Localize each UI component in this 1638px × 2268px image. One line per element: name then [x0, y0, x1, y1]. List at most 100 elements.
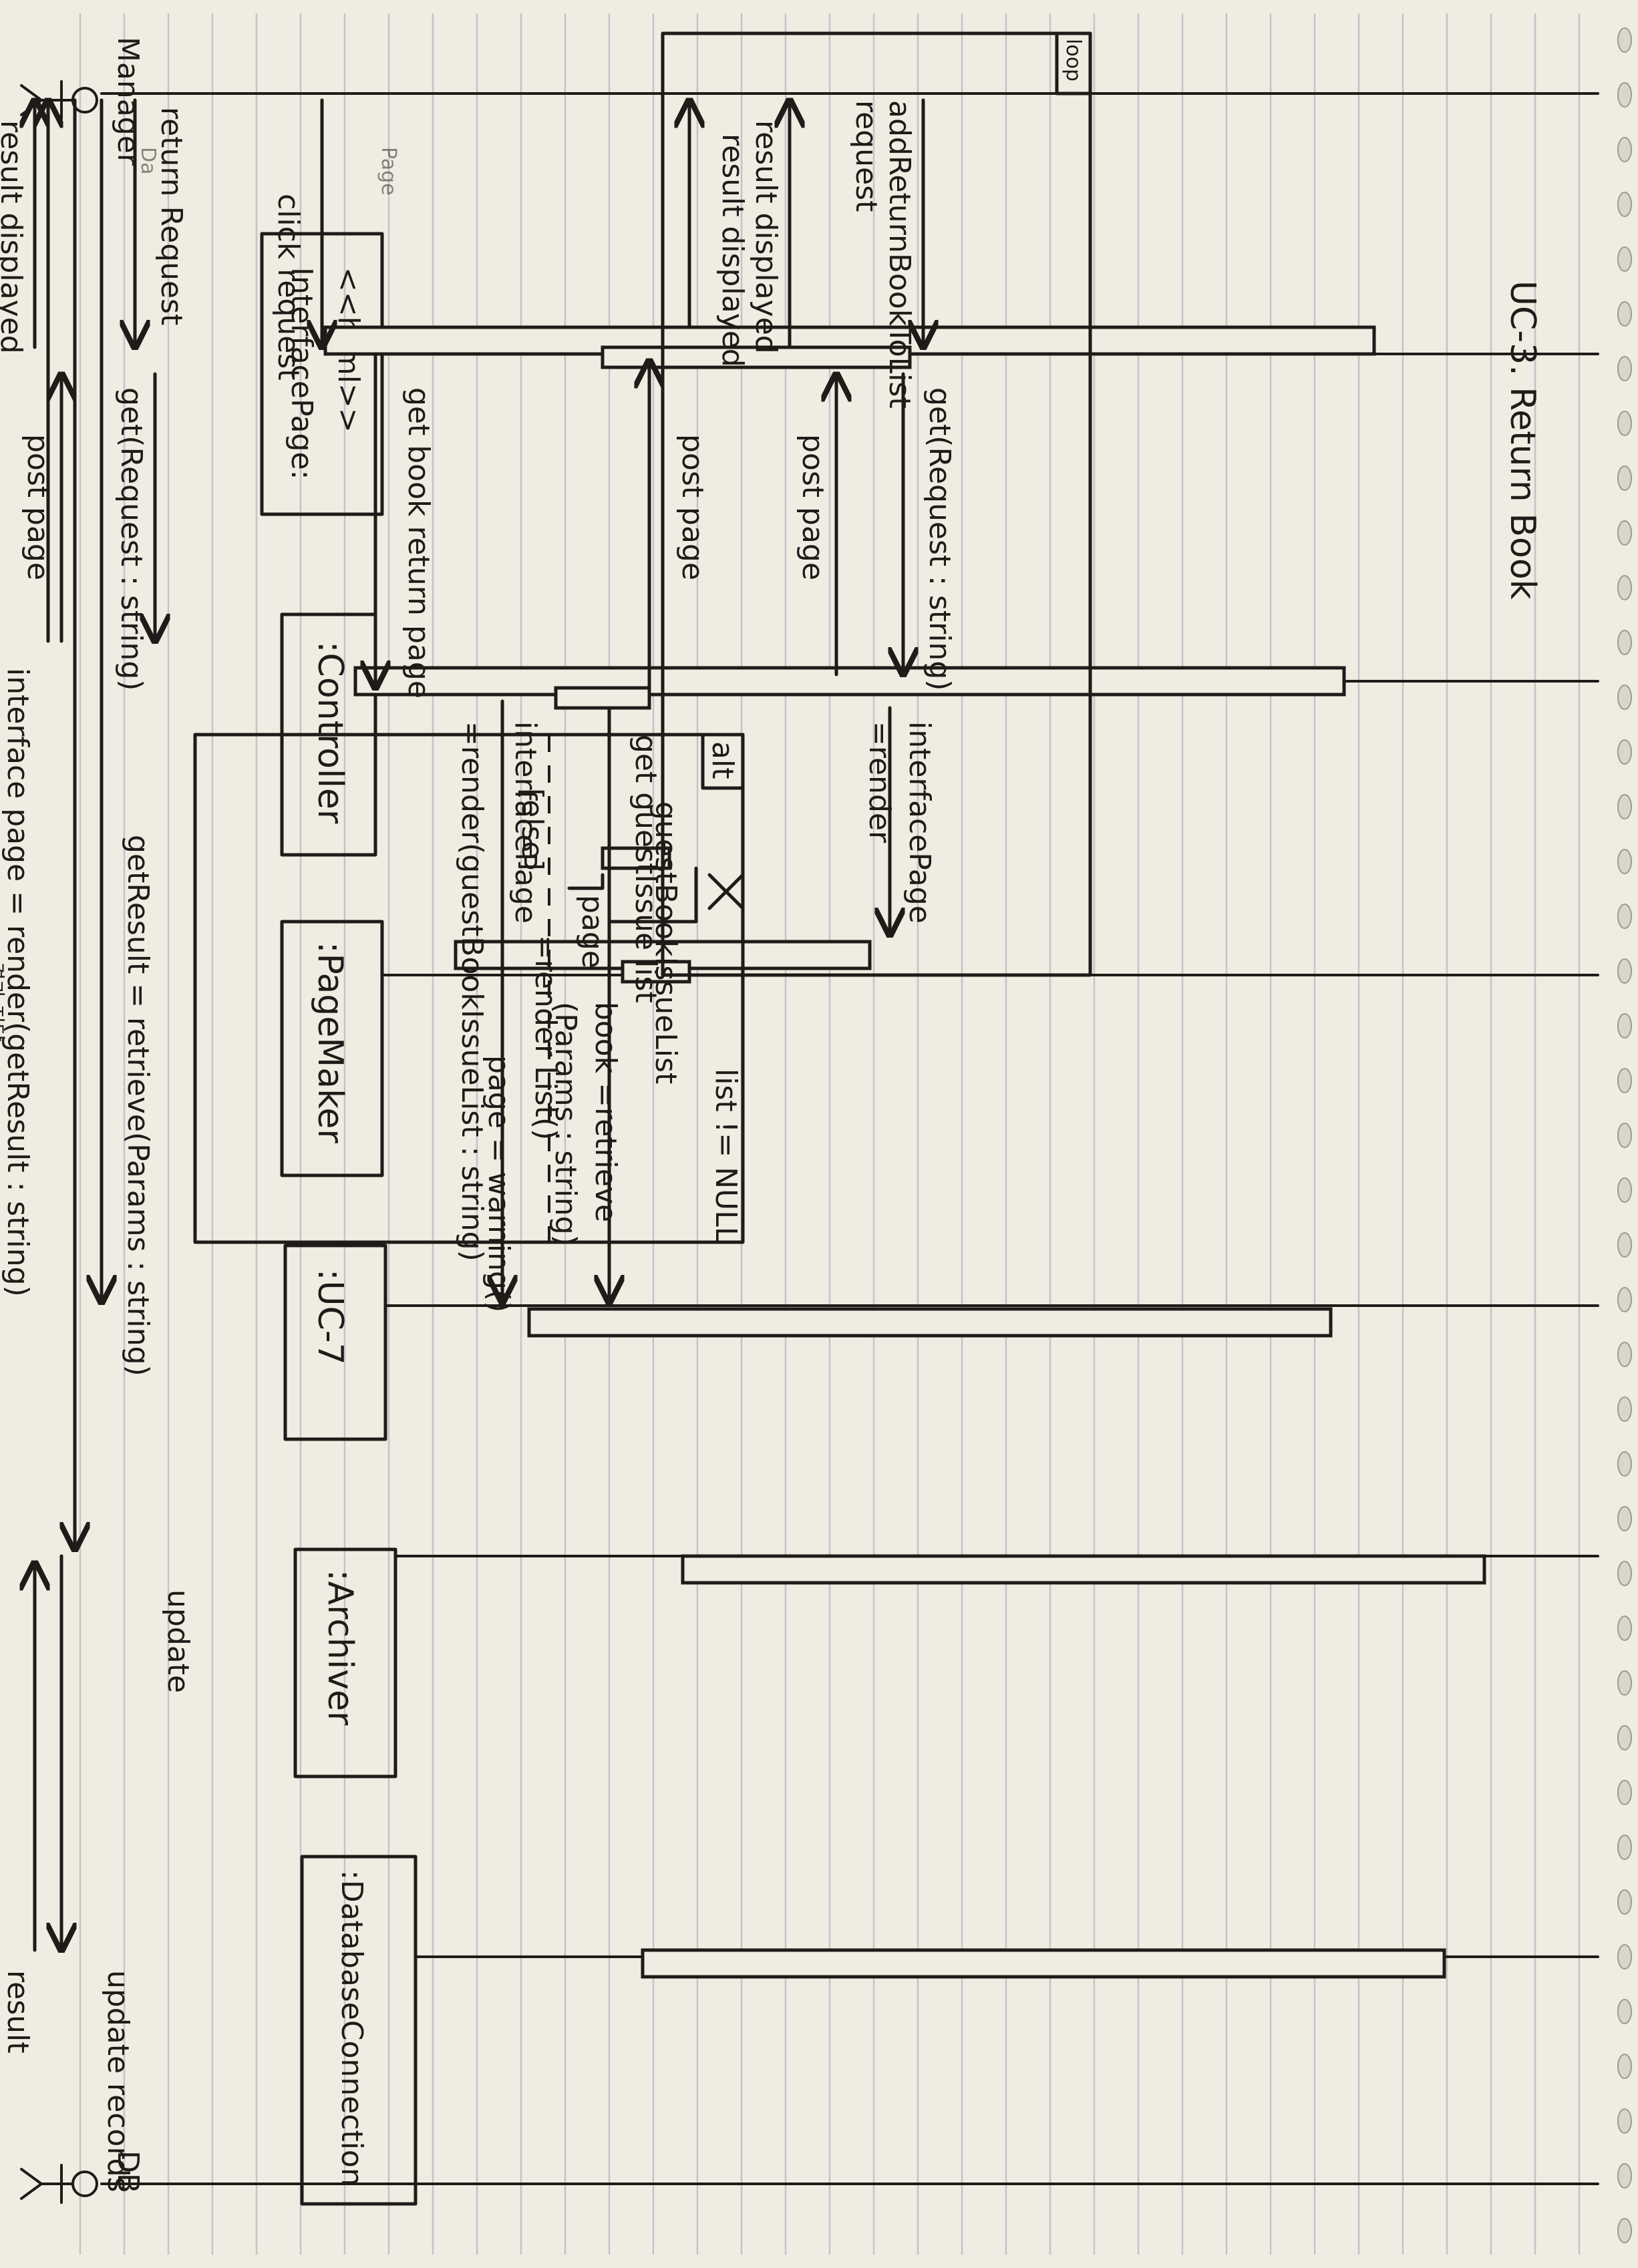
- spiral-hole: [1617, 82, 1632, 108]
- spiral-hole: [1617, 520, 1632, 546]
- message-interface-page-guest-label: interfacePage: [508, 721, 542, 924]
- message-interface-page-render-label: interfacePage: [903, 721, 937, 924]
- message-result-displayed-2-label: result displayed: [749, 120, 783, 354]
- message-update-records-label: update records: [101, 1970, 135, 2193]
- message-update-label: update: [161, 1589, 195, 1693]
- spiral-hole: [1617, 739, 1632, 765]
- korean-note: 결과 전달: [0, 962, 6, 1042]
- lifeline-archiver: :Archiver: [293, 1547, 397, 1778]
- watermark-page: Page: [377, 147, 400, 196]
- message-get-book-return-page-label: get book return page: [401, 387, 436, 699]
- message-post-page-2: post page: [796, 374, 836, 677]
- alt-fragment-label: alt: [705, 741, 740, 779]
- else-fragment-label: [else]: [515, 788, 549, 871]
- message-result-displayed-1-label: result displayed: [715, 134, 750, 367]
- spiral-hole: [1617, 411, 1632, 436]
- lifeline-database-connection: :DatabaseConnection: [300, 1855, 418, 2206]
- message-click-request-label: click request: [271, 194, 305, 381]
- spiral-hole: [1617, 794, 1632, 819]
- spiral-hole: [1617, 137, 1632, 162]
- spiral-hole: [1617, 2218, 1632, 2243]
- message-get-guest-issue-list: get guestIssue list book =retrieve (Para…: [548, 706, 663, 1302]
- db-actor-label: DB: [111, 2150, 145, 2193]
- message-get-request-string-2: get(Request : string): [114, 372, 155, 691]
- message-result-displayed-3-label: result displayed: [0, 120, 28, 354]
- message-update: update: [75, 98, 195, 1693]
- spiral-hole: [1617, 1068, 1632, 1093]
- spiral-hole: [1617, 1670, 1632, 1696]
- message-click-request: click request: [271, 98, 322, 381]
- spiral-hole: [1617, 246, 1632, 272]
- spiral-hole: [1617, 1232, 1632, 1258]
- page-render-list-label: page: [575, 895, 609, 968]
- spiral-hole: [1617, 1616, 1632, 1641]
- spiral-binding: [1617, 27, 1632, 2243]
- lifeline-label-interface-page: InterfacePage:: [285, 267, 319, 480]
- spiral-hole: [1617, 1396, 1632, 1422]
- lifeline-label-pagemaker: :PageMaker: [310, 942, 350, 1143]
- page-warning-label: page = warning(): [482, 1055, 516, 1312]
- alt-condition-label: guestBookIssueList: [649, 801, 683, 1084]
- spiral-hole: [1617, 2054, 1632, 2079]
- message-add-return-book: addReturnBookToList request: [849, 98, 923, 409]
- spiral-hole: [1617, 27, 1632, 53]
- lifeline-label-database-connection: :DatabaseConnection: [335, 1870, 369, 2187]
- spiral-hole: [1617, 2108, 1632, 2134]
- message-result-displayed-3: result displayed: [0, 100, 35, 354]
- message-get-request-string: get(Request : string): [903, 372, 957, 691]
- spiral-hole: [1617, 1123, 1632, 1148]
- spiral-hole: [1617, 958, 1632, 984]
- spiral-hole: [1617, 849, 1632, 874]
- lifeline-label-controller: :Controller: [310, 641, 350, 824]
- message-get-request-string-label: get(Request : string): [923, 387, 957, 691]
- message-post-page-1: post page: [649, 361, 709, 690]
- alt-fragment: alt guestBookIssueList list != NULL [els…: [193, 733, 745, 1312]
- spiral-hole: [1617, 1177, 1632, 1203]
- message-add-return-book-label: addReturnBookToList: [882, 100, 917, 409]
- message-return-request-label: return Request: [154, 107, 188, 325]
- message-update-records: update records: [61, 1554, 135, 2193]
- message-post-page-2-label: post page: [796, 434, 830, 580]
- message-interface-page-get-result: interface page = render(getResult : stri…: [0, 100, 48, 1297]
- message-add-return-book-label-2: request: [849, 100, 883, 212]
- db-actor: DB: [20, 2150, 145, 2204]
- message-result-displayed-1: result displayed: [689, 100, 750, 367]
- page-render-list-label-2: =render List(): [528, 935, 562, 1140]
- watermark-da: Da: [136, 147, 160, 174]
- message-interface-page-render-label-2: =render: [862, 721, 896, 843]
- spiral-hole: [1617, 1013, 1632, 1038]
- message-interface-page-guest-label-2: =render(guestBookIssueList : string): [455, 721, 489, 1262]
- spiral-hole: [1617, 630, 1632, 655]
- message-get-guest-issue-list-label-3: (Params : string): [548, 1002, 583, 1246]
- spiral-hole: [1617, 1287, 1632, 1312]
- lifeline-label-uc7: :UC-7: [310, 1269, 350, 1365]
- message-interface-page-guest: interfacePage =render(guestBookIssueList…: [455, 699, 542, 1302]
- message-interface-page-render: interfacePage =render: [607, 706, 937, 935]
- spiral-hole: [1617, 1944, 1632, 1969]
- message-get-result-retrieve-label: getResult = retrieve(Params : string): [121, 835, 155, 1376]
- message-post-page-3: post page: [21, 374, 61, 643]
- message-get-result-retrieve: getResult = retrieve(Params : string): [102, 98, 155, 1376]
- spiral-hole: [1617, 1780, 1632, 1805]
- spiral-hole: [1617, 465, 1632, 491]
- lifeline-pagemaker: :PageMaker: [280, 920, 384, 1177]
- spiral-hole: [1617, 1889, 1632, 1915]
- spiral-hole: [1617, 685, 1632, 710]
- spiral-hole: [1617, 356, 1632, 381]
- manager-actor: Manager: [20, 37, 145, 166]
- lifeline-uc7: :UC-7: [283, 1244, 387, 1441]
- message-get-guest-issue-list-label-2: book =retrieve: [589, 1002, 623, 1222]
- message-return-request: return Request: [135, 98, 188, 347]
- message-post-page-1-label: post page: [675, 434, 709, 580]
- manager-actor-label: Manager: [111, 37, 145, 166]
- spiral-hole: [1617, 1342, 1632, 1367]
- spiral-hole: [1617, 1835, 1632, 1860]
- message-get-book-return-page: get book return page: [375, 352, 436, 699]
- spiral-hole: [1617, 1506, 1632, 1531]
- message-result-label: result: [1, 1970, 35, 2053]
- message-get-request-string-2-label: get(Request : string): [114, 387, 148, 691]
- activation-bars: [323, 325, 1486, 1979]
- spiral-hole: [1617, 1561, 1632, 1586]
- lifeline-label-archiver: :Archiver: [320, 1569, 360, 1726]
